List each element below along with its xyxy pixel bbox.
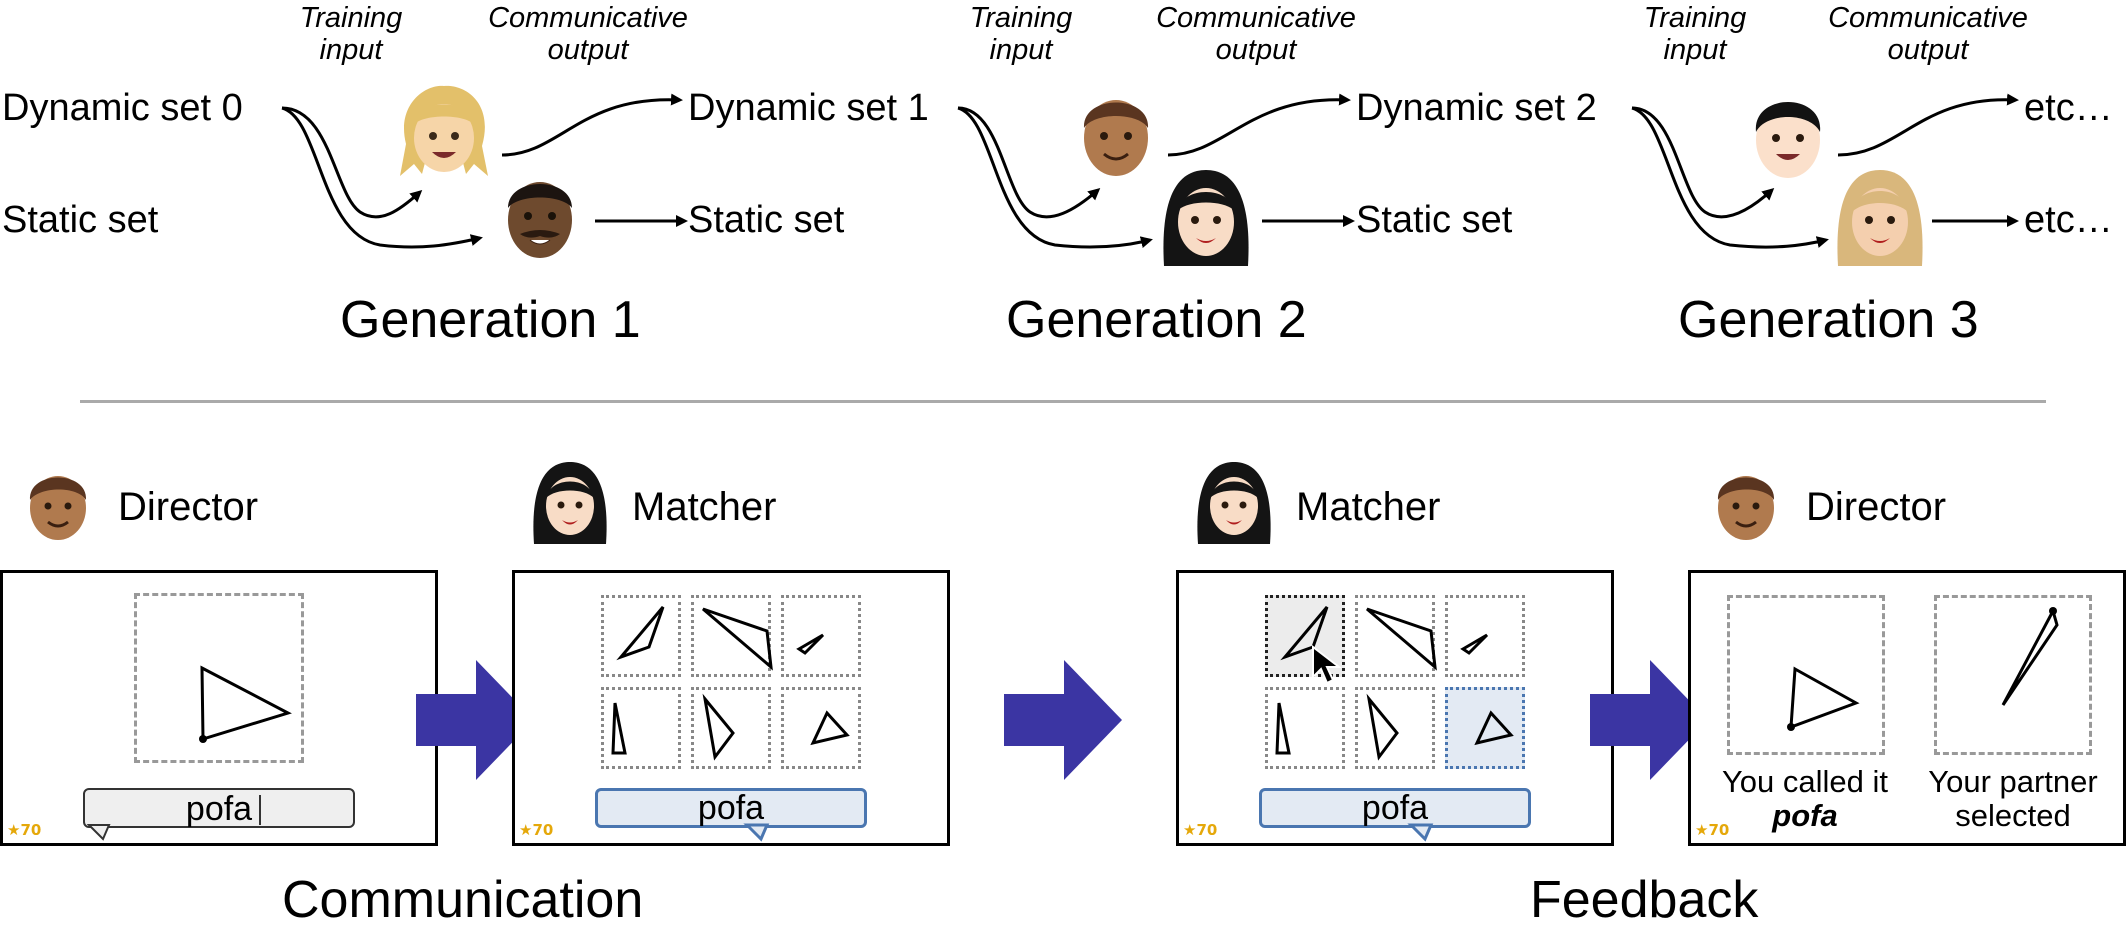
bubble-tail-icon [86, 824, 111, 841]
score-star-2: ★70 [519, 821, 554, 839]
communicative-output-label-3: Communicative output [1828, 2, 2028, 66]
score-star: ★70 [7, 821, 42, 839]
director-panel: pofa ★70 [0, 570, 438, 846]
dark-hair-woman-icon [1163, 170, 1249, 266]
dynamic-set-0-label: Dynamic set 0 [2, 87, 243, 129]
you-called-it-label: You called it [1721, 764, 1889, 799]
candidate-3b[interactable] [1445, 595, 1525, 677]
man-mustache-icon [508, 182, 572, 258]
matcher-avatar-icon [533, 462, 607, 544]
candidate-2[interactable] [691, 595, 771, 677]
received-word-bubble: pofa [595, 788, 867, 828]
training-input-label-1: Training input [299, 2, 403, 66]
light-boy-icon [1755, 102, 1821, 178]
received-word-bubble-2: pofa [1259, 788, 1531, 828]
selected-target-box [1934, 595, 2092, 755]
candidate-3[interactable] [781, 595, 861, 677]
role-label-2: Matcher [632, 485, 777, 529]
big-arrow-icon-3 [1590, 660, 1708, 780]
selected-label: selected [1955, 798, 2071, 833]
generation-1-title: Generation 1 [340, 291, 641, 349]
blonde-girl-icon [400, 85, 488, 176]
bubble-tail-icon-3 [1407, 823, 1434, 842]
dynamic-set-1-label: Dynamic set 1 [688, 87, 929, 129]
etc-dynamic-label: etc… [2024, 87, 2113, 129]
transmission-arrows [281, 93, 2019, 249]
dynamic-set-2-label: Dynamic set 2 [1356, 87, 1597, 129]
called-target-box [1727, 595, 1885, 755]
candidate-shapes-2 [1275, 606, 1514, 761]
role-label-3: Matcher [1296, 485, 1441, 529]
candidate-shapes [611, 606, 850, 761]
candidate-5[interactable] [691, 687, 771, 769]
static-set-output-label-1: Static set [688, 199, 845, 241]
received-word-text: pofa [697, 789, 765, 827]
mouse-pointer-icon [1312, 644, 1342, 685]
text-cursor [259, 795, 261, 825]
communicative-output-label-2: Communicative output [1156, 2, 1356, 66]
big-arrow-icon-1 [416, 660, 534, 780]
received-word-text-2: pofa [1361, 789, 1429, 827]
training-input-label-3: Training input [1643, 2, 1747, 66]
candidate-2b[interactable] [1355, 595, 1435, 677]
generation-2-title: Generation 2 [1006, 291, 1307, 349]
communication-title: Communication [282, 871, 644, 929]
matcher-panel: pofa ★70 [512, 570, 950, 846]
role-label-4: Director [1806, 485, 1947, 529]
brown-boy-icon [1083, 100, 1149, 176]
matcher-avatar-icon-2 [1197, 462, 1271, 544]
word-input-text: pofa [185, 790, 253, 828]
your-partner-label: Your partner [1928, 764, 2098, 799]
target-triangle-shape [199, 665, 292, 743]
role-label-1: Director [118, 485, 259, 529]
candidate-6[interactable] [781, 687, 861, 769]
feedback-shapes [1787, 607, 2059, 731]
feedback-title: Feedback [1530, 871, 1759, 929]
director-avatar-icon [29, 476, 87, 540]
score-star-3: ★70 [1183, 821, 1218, 839]
candidate-4[interactable] [601, 687, 681, 769]
bubble-tail-icon-2 [743, 823, 770, 842]
static-set-input-label: Static set [2, 199, 159, 241]
big-arrow-icon-2 [1004, 660, 1122, 780]
etc-static-label: etc… [2024, 199, 2113, 241]
section-divider [80, 400, 2046, 403]
word-input-bubble[interactable]: pofa [83, 788, 355, 828]
director-feedback-panel: You called it pofa Your partner selected… [1688, 570, 2126, 846]
static-set-output-label-2: Static set [1356, 199, 1513, 241]
communicative-output-label-1: Communicative output [488, 2, 688, 66]
director-avatar-icon-2 [1717, 476, 1775, 540]
matcher-selection-panel: pofa ★70 [1176, 570, 1614, 846]
blonde-woman-icon [1837, 170, 1923, 266]
target-box [134, 593, 304, 763]
called-word: pofa [1772, 798, 1838, 833]
training-input-label-2: Training input [969, 2, 1073, 66]
generation-3-title: Generation 3 [1678, 291, 1979, 349]
candidate-1[interactable] [601, 595, 681, 677]
candidate-4b[interactable] [1265, 687, 1345, 769]
candidate-5b[interactable] [1355, 687, 1435, 769]
score-star-4: ★70 [1695, 821, 1730, 839]
